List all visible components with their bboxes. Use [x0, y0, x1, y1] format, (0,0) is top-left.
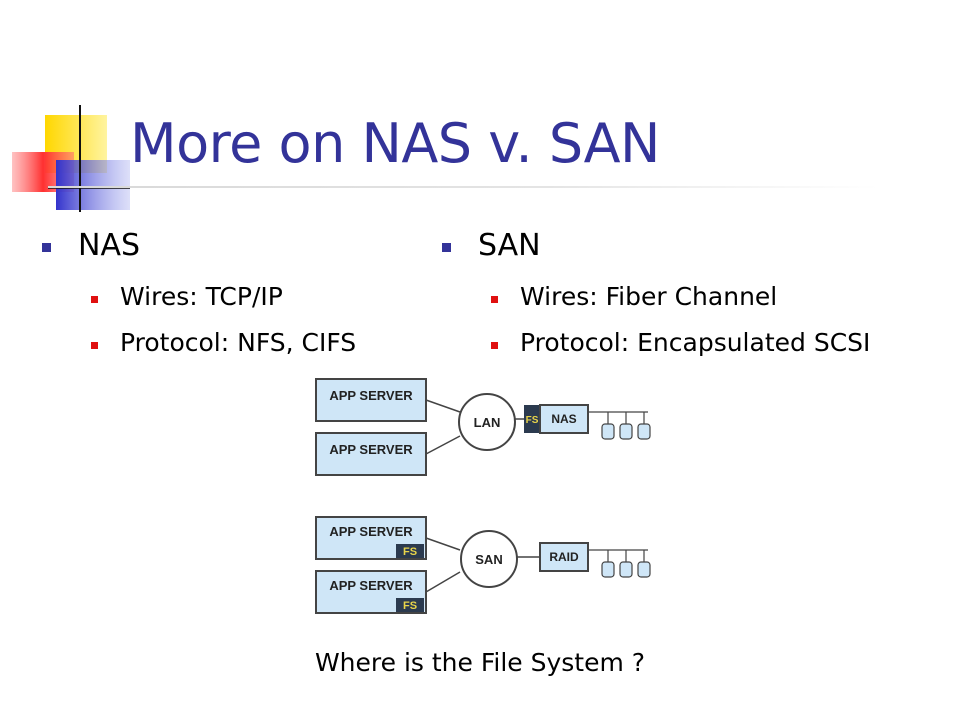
fs-tag	[396, 598, 424, 612]
bullet-square-icon	[442, 243, 451, 252]
bullet-square-icon	[42, 243, 51, 252]
app-server-box	[315, 378, 427, 422]
app-server-label: APP SERVER	[329, 442, 413, 457]
san-heading: SAN	[478, 228, 541, 263]
raid-box	[539, 542, 589, 572]
app-server-label: APP SERVER	[329, 388, 413, 403]
nas-bullet-text: Wires: TCP/IP	[120, 282, 283, 311]
bullet-square-icon	[91, 296, 98, 303]
lan-label: LAN	[474, 415, 501, 430]
nas-san-diagram: APP SERVER APP SERVER LAN FS NAS APP SER…	[315, 378, 651, 614]
corner-decoration	[12, 105, 130, 212]
app-server-label: APP SERVER	[329, 578, 413, 593]
nas-box	[539, 404, 589, 434]
fs-tag	[396, 544, 424, 558]
bullet-square-icon	[491, 342, 498, 349]
app-server-box	[315, 432, 427, 476]
nas-heading: NAS	[78, 228, 141, 263]
app-server-label: APP SERVER	[329, 524, 413, 539]
san-label: SAN	[475, 552, 502, 567]
raid-label: RAID	[549, 550, 579, 564]
title-divider	[48, 186, 878, 188]
nas-label: NAS	[551, 412, 576, 426]
san-diagram: APP SERVER FS APP SERVER FS SAN RAID	[315, 516, 651, 614]
slide-caption: Where is the File System ?	[314, 648, 646, 677]
nas-diagram: APP SERVER APP SERVER LAN FS NAS	[315, 378, 651, 476]
fs-tag	[524, 405, 540, 433]
san-bullet-text: Wires: Fiber Channel	[520, 282, 778, 311]
bullet-square-icon	[491, 296, 498, 303]
san-circle	[460, 530, 518, 588]
slide-title: More on NAS v. SAN	[130, 112, 660, 175]
san-bullet-text: Protocol: Encapsulated SCSI	[520, 328, 871, 357]
fs-label: FS	[403, 600, 417, 612]
disk-array-icon	[588, 549, 651, 578]
disk-array-icon	[588, 411, 651, 440]
fs-label: FS	[403, 546, 417, 558]
bullet-square-icon	[91, 342, 98, 349]
nas-bullet-text: Protocol: NFS, CIFS	[120, 328, 357, 357]
fs-label: FS	[526, 415, 539, 426]
lan-circle	[458, 393, 516, 451]
